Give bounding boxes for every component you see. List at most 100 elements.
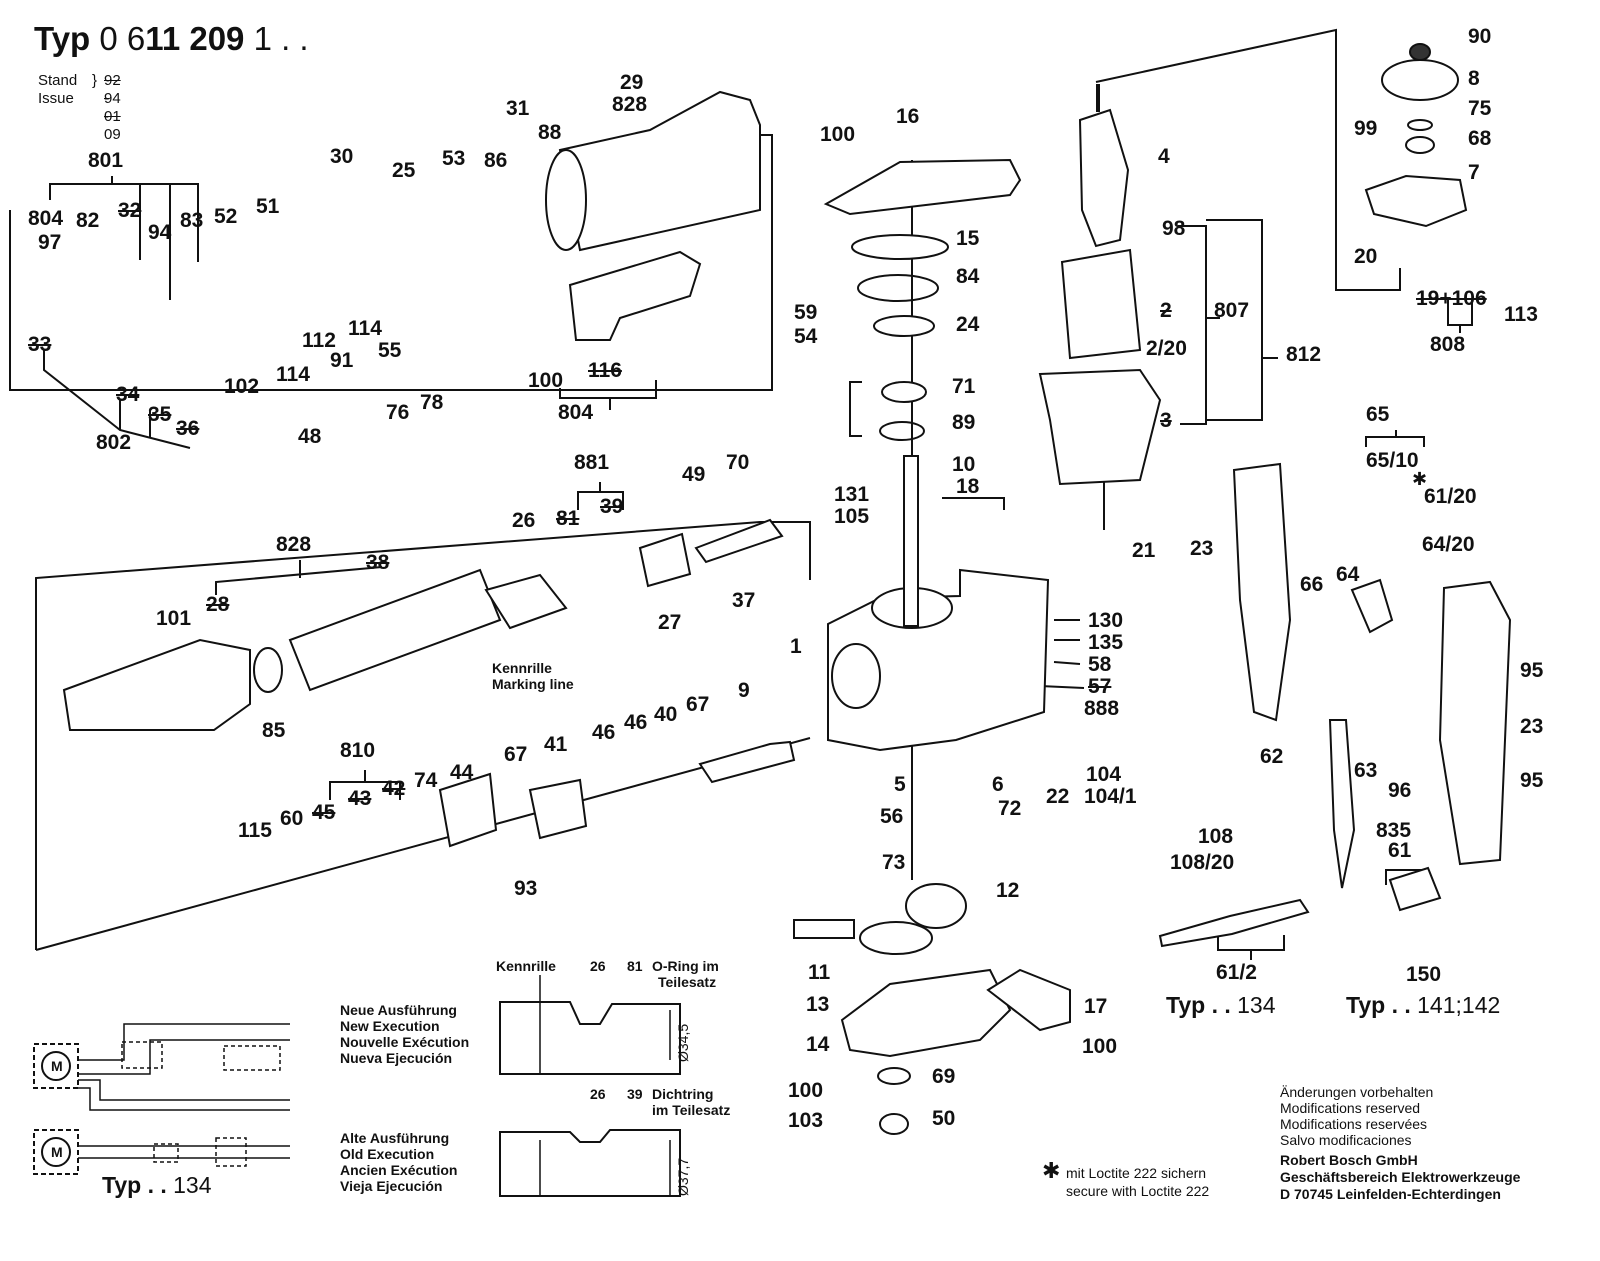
part-label-3: 3 [1160, 409, 1172, 432]
part-label-45: 45 [312, 801, 336, 824]
part-label-2: 2 [1160, 299, 1172, 322]
part-label-59: 59 [794, 301, 818, 324]
stand-issue-block: Stand } 92 - 01 Issue 94 - 09 [38, 72, 121, 143]
detail-dichtring-line1: Dichtring [652, 1086, 714, 1102]
part-label-7: 7 [1468, 161, 1480, 184]
part-label-24: 24 [956, 313, 980, 336]
part-label-42: 42 [382, 777, 406, 800]
part-label-46b: 46 [624, 711, 648, 734]
part-label-48: 48 [298, 425, 322, 448]
detail-kennrille: Kennrille [496, 958, 556, 974]
company-name: Robert Bosch GmbH [1280, 1152, 1418, 1168]
part-label-21: 21 [1132, 539, 1156, 562]
typ-word: Typ [102, 1172, 142, 1198]
typ-134-schematic: Typ . . 134 [102, 1172, 212, 1199]
part-label-102: 102 [224, 375, 260, 398]
part-label-41: 41 [544, 733, 568, 756]
part-label-16: 16 [896, 105, 920, 128]
detail-81: 81 [627, 958, 643, 974]
part-label-612: 61/2 [1216, 961, 1257, 984]
part-label-30: 30 [330, 145, 354, 168]
part-label-804a: 804 [28, 207, 64, 230]
part-label-23a: 23 [1190, 537, 1214, 560]
part-label-25: 25 [392, 159, 416, 182]
part-label-100a: 100 [820, 123, 856, 146]
new-exec-es: Nueva Ejecución [340, 1050, 453, 1067]
part-label-98: 98 [1162, 217, 1186, 240]
typ-dots: . . [1391, 992, 1411, 1018]
part-label-39: 39 [600, 495, 624, 518]
part-label-4: 4 [1158, 145, 1170, 168]
part-label-91: 91 [330, 349, 354, 372]
header-typ-number-tail: 1 . . [244, 20, 309, 57]
part-label-67a: 67 [504, 743, 528, 766]
part-label-85: 85 [262, 719, 286, 742]
dimension-new: Ø34,5 [675, 1023, 691, 1062]
company-address: Robert Bosch GmbH Geschäftsbereich Elekt… [1280, 1152, 1520, 1203]
part-label-116: 116 [588, 359, 622, 382]
detail-oring-line2: Teilesatz [658, 974, 717, 991]
old-exec-fr: Ancien Exécution [340, 1162, 458, 1179]
part-label-52: 52 [214, 205, 238, 228]
stand-value: 92 - 01 [104, 72, 121, 125]
part-label-95a: 95 [1520, 659, 1544, 682]
part-label-10820: 108/20 [1170, 851, 1235, 874]
part-label-9: 9 [738, 679, 750, 702]
part-label-835: 835 [1376, 819, 1412, 842]
part-label-101: 101 [156, 607, 192, 630]
part-label-114a: 114 [348, 317, 382, 340]
part-label-75: 75 [1468, 97, 1492, 120]
header-typ-number-bold: 11 209 [145, 20, 245, 57]
part-label-113: 113 [1504, 303, 1538, 326]
motor-symbol-new: M [51, 1058, 63, 1074]
mods-en: Modifications reserved [1280, 1100, 1421, 1116]
old-execution-block: Alte Ausführung Old Execution Ancien Exé… [340, 1130, 457, 1194]
detail-oring-note: O-Ring im Teilesatz [652, 958, 719, 990]
part-label-28: 28 [206, 593, 230, 616]
part-label-808: 808 [1430, 333, 1466, 356]
part-label-18: 18 [956, 475, 980, 498]
typ-value: 141;142 [1417, 992, 1501, 1018]
detail-26-old: 26 [590, 1086, 606, 1102]
new-execution-block: Neue Ausführung New Execution Nouvelle E… [340, 1002, 469, 1066]
part-label-35: 35 [148, 403, 172, 426]
typ-dots: . . [1211, 992, 1231, 1018]
part-label-13: 13 [806, 993, 830, 1016]
part-label-6420: 64/20 [1422, 533, 1475, 556]
part-label-43: 43 [348, 787, 372, 810]
part-label-150: 150 [1406, 963, 1442, 986]
part-label-828b: 828 [276, 533, 312, 556]
stand-label: Stand [38, 72, 78, 89]
part-label-38: 38 [366, 551, 390, 574]
marking-line-de: Kennrille [492, 660, 552, 676]
part-label-115: 115 [238, 819, 272, 842]
mods-de: Änderungen vorbehalten [1280, 1084, 1434, 1100]
part-label-17: 17 [1084, 995, 1108, 1018]
part-label-31: 31 [506, 97, 530, 120]
part-label-72: 72 [998, 797, 1022, 820]
part-label-32: 32 [118, 199, 142, 222]
issue-label: Issue [38, 90, 74, 107]
part-label-100d: 100 [528, 369, 564, 392]
part-label-8: 8 [1468, 67, 1480, 90]
part-label-53: 53 [442, 147, 466, 170]
mods-fr: Modifications reservées [1280, 1116, 1428, 1132]
part-label-54: 54 [794, 325, 818, 348]
old-exec-es: Vieja Ejecución [340, 1178, 443, 1195]
part-label-114b: 114 [276, 363, 310, 386]
modifications-note: Änderungen vorbehalten Modifications res… [1280, 1084, 1433, 1148]
detail-dichtring-note: Dichtring im Teilesatz [652, 1086, 730, 1118]
part-label-6120: 61/20 [1424, 485, 1477, 508]
typ-word: Typ [1346, 992, 1386, 1018]
part-label-807: 807 [1214, 299, 1250, 322]
part-label-95b: 95 [1520, 769, 1544, 792]
part-label-56: 56 [880, 805, 904, 828]
part-label-131: 131 [834, 483, 870, 506]
part-label-64: 64 [1336, 563, 1360, 586]
header-typ-number-light: 0 6 [99, 20, 146, 57]
bracket-glyph: } [92, 72, 98, 89]
part-label-804b: 804 [558, 401, 594, 424]
motor-symbol-old: M [51, 1144, 63, 1160]
part-label-10: 10 [952, 453, 976, 476]
company-division: Geschäftsbereich Elektrowerkzeuge [1280, 1169, 1521, 1185]
